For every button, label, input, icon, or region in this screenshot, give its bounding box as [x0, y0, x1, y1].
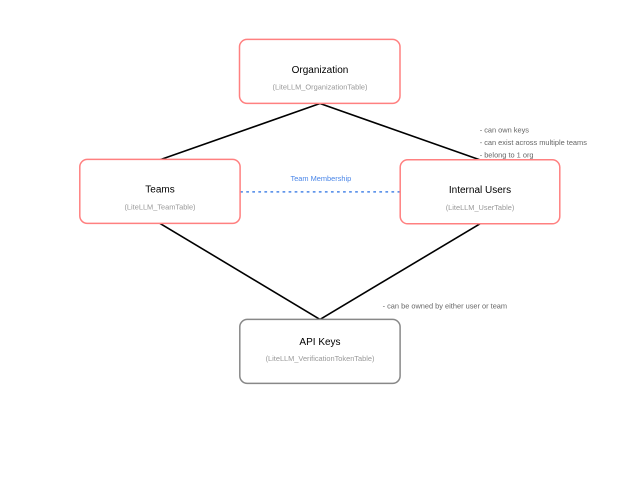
- svg-text:- can be owned by either user: - can be owned by either user or team: [383, 302, 507, 311]
- svg-text:(LiteLLM_TeamTable): (LiteLLM_TeamTable): [124, 203, 195, 212]
- svg-text:API Keys: API Keys: [299, 337, 340, 348]
- svg-text:Internal Users: Internal Users: [449, 185, 511, 196]
- svg-text:(LiteLLM_VerificationTokenTabl: (LiteLLM_VerificationTokenTable): [266, 354, 375, 363]
- svg-text:Organization: Organization: [292, 65, 349, 76]
- svg-text:(LiteLLM_OrganizationTable): (LiteLLM_OrganizationTable): [273, 82, 368, 91]
- svg-text:- can exist across multiple te: - can exist across multiple teams: [480, 138, 588, 147]
- svg-text:- belong to 1 org: - belong to 1 org: [480, 150, 534, 159]
- svg-text:Teams: Teams: [145, 185, 174, 196]
- svg-text:Team Membership: Team Membership: [291, 174, 352, 183]
- svg-text:- can own keys: - can own keys: [480, 125, 530, 134]
- svg-text:(LiteLLM_UserTable): (LiteLLM_UserTable): [446, 203, 515, 212]
